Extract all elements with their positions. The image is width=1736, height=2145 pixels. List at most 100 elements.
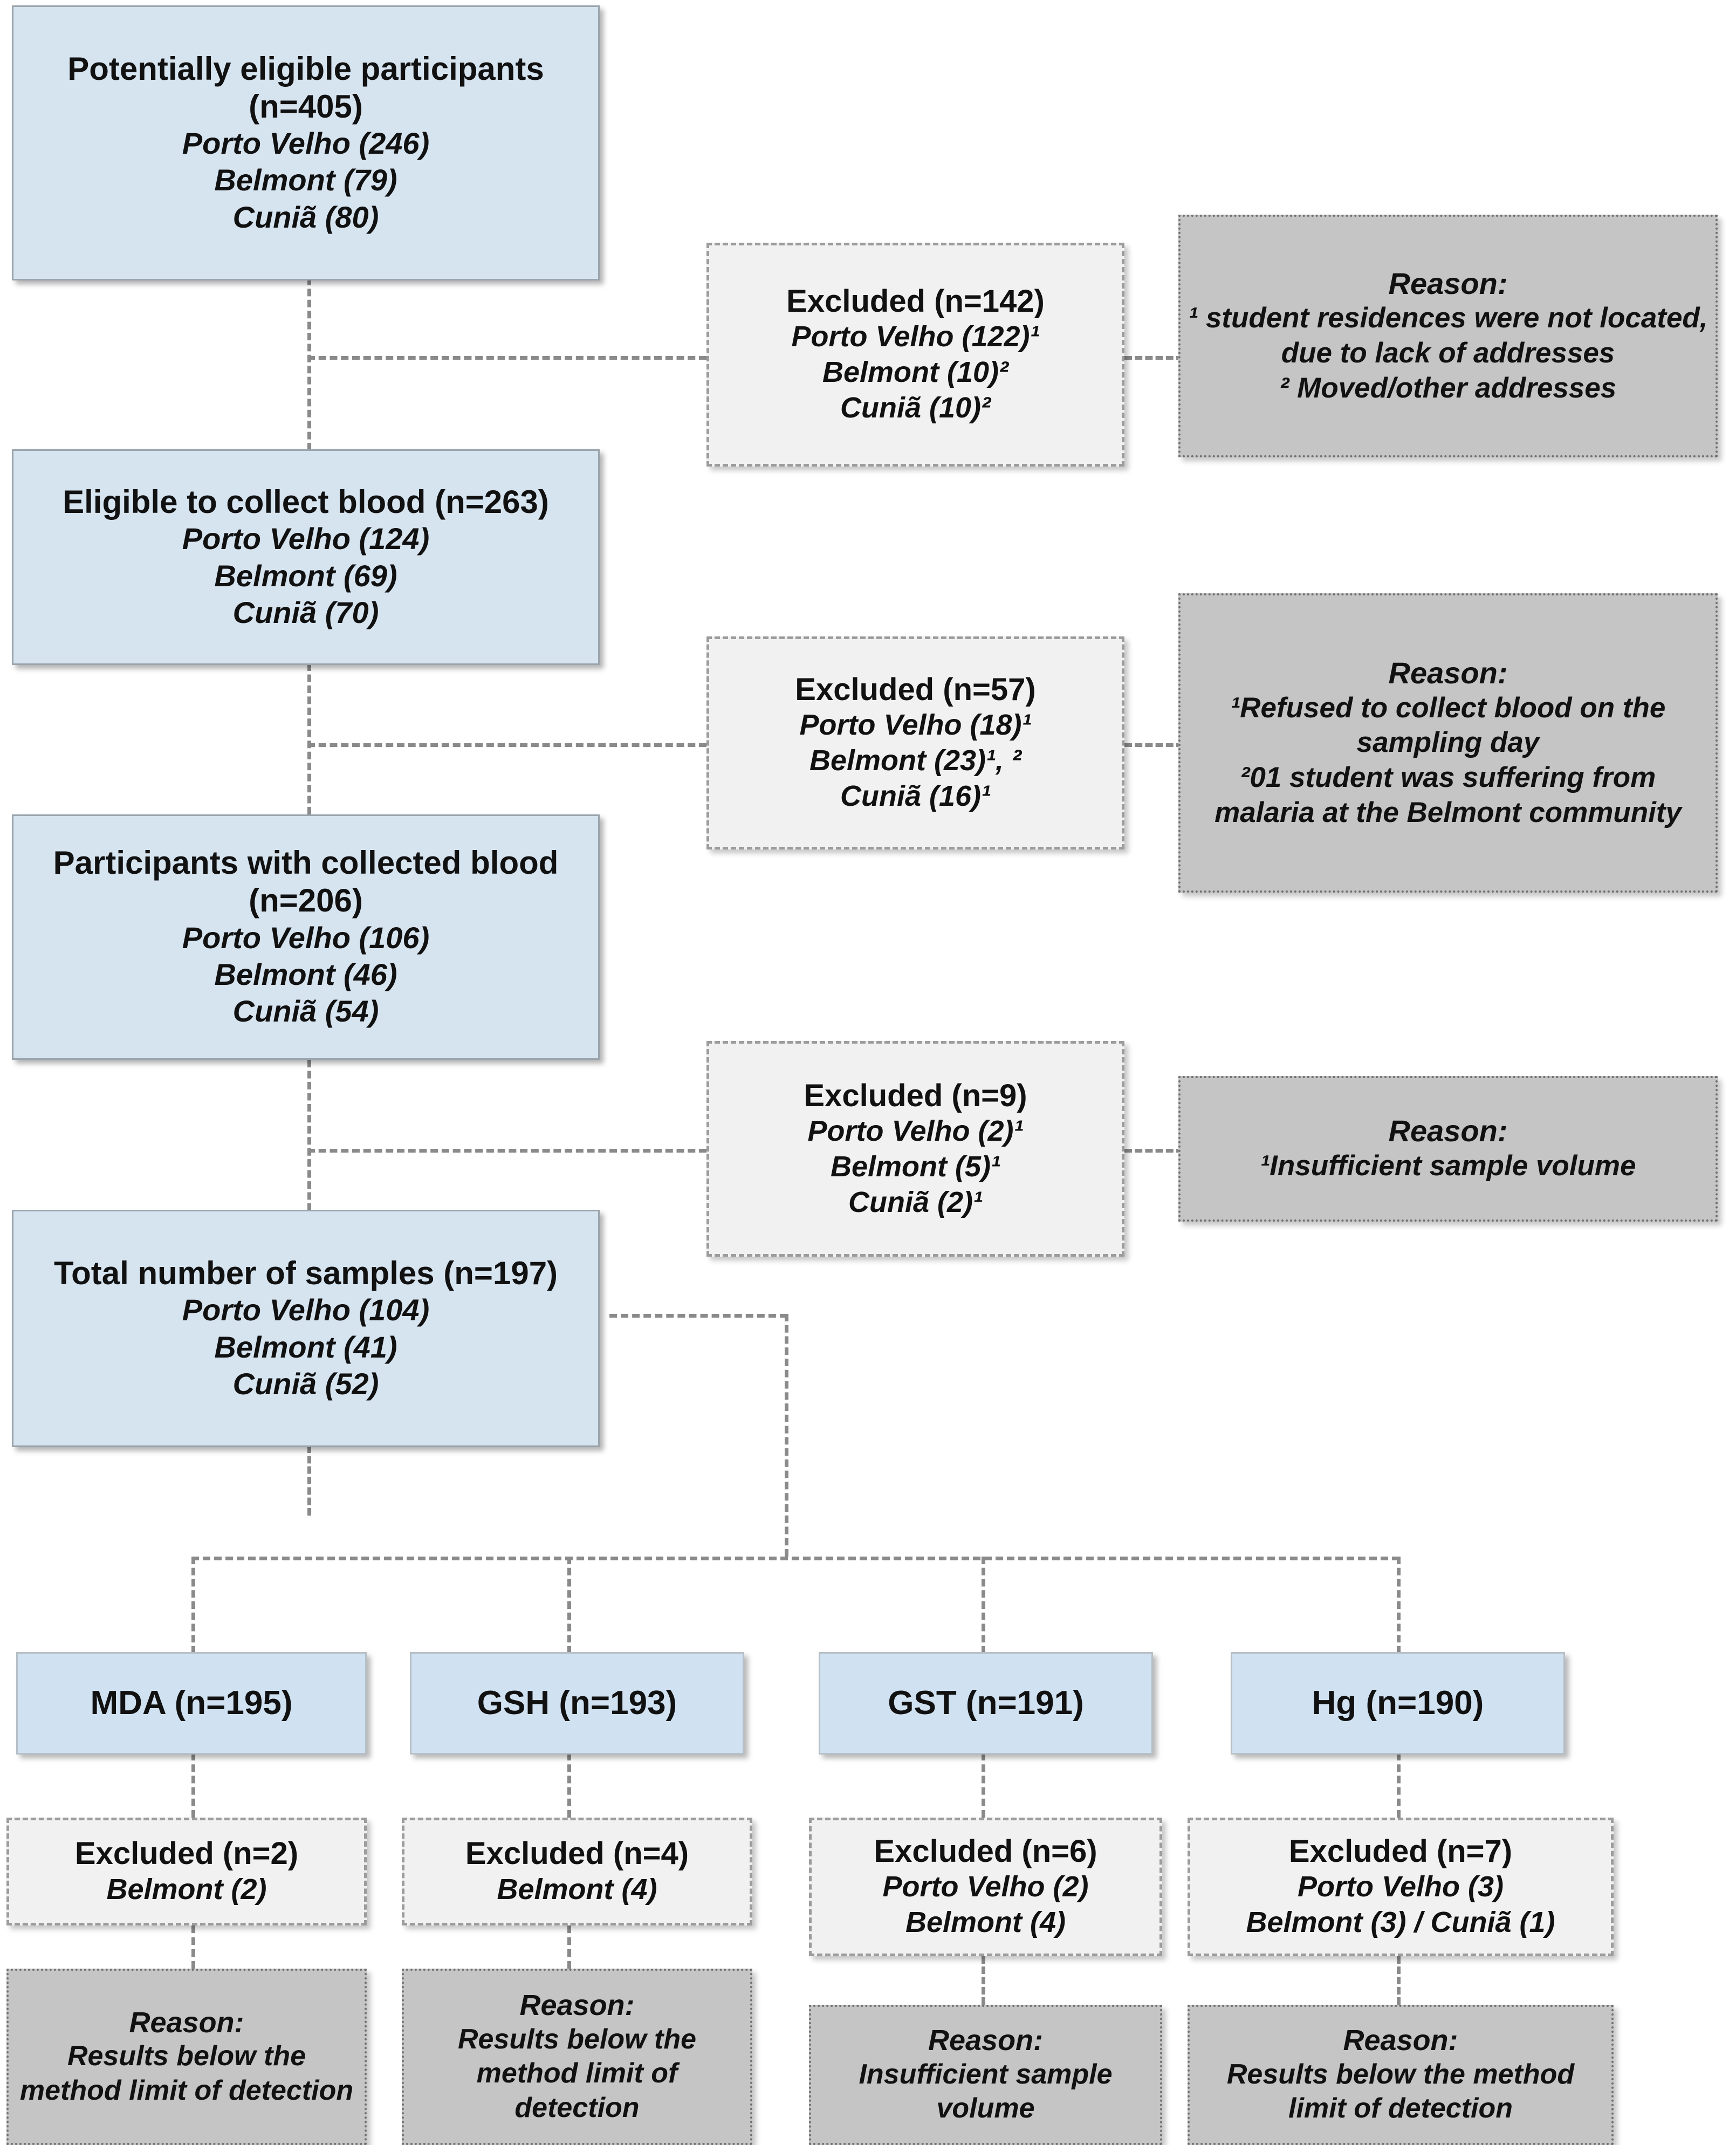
assay-label: GSH (n=193): [477, 1684, 677, 1722]
connector-samples-elbow-h: [609, 1314, 787, 1318]
connector-gsh-to-excluded: [567, 1753, 571, 1818]
connector-hg-to-excluded: [1397, 1753, 1401, 1818]
node-line-belmont: Belmont (41): [214, 1330, 397, 1364]
assay-label: MDA (n=195): [90, 1684, 293, 1722]
reason-title: Reason:: [1388, 266, 1508, 300]
reason-title: Reason:: [928, 2024, 1044, 2057]
node-line-1: Belmont (4): [497, 1873, 657, 1906]
node-line-cunia: Cuniã (52): [232, 1366, 379, 1401]
assay-label: GST (n=191): [888, 1684, 1084, 1722]
connector-samples-elbow-v: [785, 1314, 788, 1557]
node-title: Excluded (n=6): [874, 1833, 1097, 1869]
node-title: Total number of samples (n=197): [53, 1255, 558, 1291]
reason-line-1: ¹Refused to collect blood on the samplin…: [1230, 691, 1666, 759]
connector-mda-to-excluded: [191, 1753, 195, 1818]
connector-spine-1: [307, 278, 311, 450]
node-excluded-57[interactable]: Excluded (n=57) Porto Velho (18)¹ Belmon…: [706, 636, 1124, 849]
node-line-1: Porto Velho (2): [882, 1870, 1089, 1903]
connector-excluded-9-to-reason: [1124, 1149, 1184, 1153]
reason-line-1: ¹Insufficient sample volume: [1260, 1150, 1636, 1182]
connector-gst-to-excluded: [982, 1753, 985, 1818]
node-assay-hg-reason[interactable]: Reason: Results below the method limit o…: [1188, 2005, 1614, 2145]
node-line-porto-velho: Porto Velho (18)¹: [799, 709, 1032, 742]
node-line-cunia: Cuniã (54): [232, 994, 379, 1029]
connector-hg-excluded-to-reason: [1397, 1956, 1401, 2005]
connector-spine-4: [307, 1445, 311, 1516]
node-line-cunia: Cuniã (2)¹: [848, 1185, 983, 1218]
node-total-number-of-samples[interactable]: Total number of samples (n=197) Porto Ve…: [12, 1210, 600, 1447]
node-line-porto-velho: Porto Velho (106): [182, 920, 430, 955]
connector-to-excluded-9: [307, 1149, 706, 1153]
node-line-2: Belmont (4): [905, 1906, 1066, 1939]
connector-drop-gst: [982, 1557, 985, 1654]
node-assay-mda-excluded[interactable]: Excluded (n=2) Belmont (2): [6, 1818, 367, 1925]
connector-gst-excluded-to-reason: [982, 1956, 985, 2005]
reason-title: Reason:: [1388, 1114, 1508, 1148]
node-line-belmont: Belmont (79): [214, 163, 397, 197]
node-potentially-eligible[interactable]: Potentially eligible participants (n=405…: [12, 5, 600, 280]
node-line-belmont: Belmont (46): [214, 957, 397, 991]
node-title: Potentially eligible participants (n=405…: [67, 50, 544, 125]
reason-line-1: Results below the method limit of detect…: [1226, 2058, 1575, 2125]
reason-line-2: ² Moved/other addresses: [1279, 372, 1617, 404]
node-reason-57[interactable]: Reason: ¹Refused to collect blood on the…: [1178, 593, 1718, 893]
node-eligible-to-collect-blood[interactable]: Eligible to collect blood (n=263) Porto …: [12, 449, 600, 665]
node-excluded-142[interactable]: Excluded (n=142) Porto Velho (122)¹ Belm…: [706, 243, 1124, 467]
node-line-belmont: Belmont (69): [214, 558, 397, 593]
node-title: Excluded (n=142): [786, 284, 1045, 319]
node-assay-gst-reason[interactable]: Reason: Insufficient sample volume: [809, 2005, 1162, 2145]
node-assay-gst[interactable]: GST (n=191): [819, 1652, 1153, 1755]
connector-excluded-142-to-reason: [1124, 356, 1184, 360]
node-line-1: Belmont (2): [106, 1873, 267, 1906]
node-line-porto-velho: Porto Velho (104): [182, 1293, 430, 1327]
node-title: Excluded (n=2): [74, 1836, 299, 1872]
node-assay-hg[interactable]: Hg (n=190): [1231, 1652, 1565, 1755]
node-assay-gsh-excluded[interactable]: Excluded (n=4) Belmont (4): [402, 1818, 752, 1925]
node-line-belmont: Belmont (5)¹: [831, 1150, 1000, 1183]
node-assay-gsh[interactable]: GSH (n=193): [410, 1652, 744, 1755]
node-line-porto-velho: Porto Velho (2)¹: [807, 1114, 1024, 1147]
node-title: Excluded (n=57): [795, 672, 1036, 708]
connector-to-excluded-57: [307, 743, 706, 747]
node-participants-with-collected-blood[interactable]: Participants with collected blood (n=206…: [12, 814, 600, 1060]
node-assay-mda-reason[interactable]: Reason: Results below the method limit o…: [6, 1969, 367, 2145]
node-reason-142[interactable]: Reason: ¹ student residences were not lo…: [1178, 215, 1718, 457]
reason-line-2: ²01 student was suffering from malaria a…: [1214, 761, 1682, 828]
connector-drop-hg: [1397, 1557, 1401, 1654]
connector-drop-gsh: [567, 1557, 571, 1654]
node-line-porto-velho: Porto Velho (124): [182, 522, 430, 556]
node-title: Excluded (n=7): [1288, 1833, 1513, 1869]
reason-title: Reason:: [129, 2006, 244, 2039]
node-assay-gst-excluded[interactable]: Excluded (n=6) Porto Velho (2) Belmont (…: [809, 1818, 1162, 1956]
node-title: Eligible to collect blood (n=263): [63, 483, 549, 520]
node-line-1: Porto Velho (3): [1297, 1870, 1504, 1903]
node-assay-hg-excluded[interactable]: Excluded (n=7) Porto Velho (3) Belmont (…: [1188, 1818, 1614, 1956]
node-line-cunia: Cuniã (16)¹: [840, 780, 991, 813]
node-assay-gsh-reason[interactable]: Reason: Results below the method limit o…: [402, 1969, 752, 2145]
node-reason-9[interactable]: Reason: ¹Insufficient sample volume: [1178, 1076, 1718, 1222]
reason-line-1: Results below the method limit of detect…: [457, 2023, 697, 2123]
node-title: Participants with collected blood (n=206…: [53, 845, 559, 919]
connector-mda-excluded-to-reason: [191, 1925, 195, 1969]
connector-gsh-excluded-to-reason: [567, 1925, 571, 1969]
reason-title: Reason:: [1343, 2024, 1458, 2057]
connector-to-excluded-142: [307, 356, 706, 360]
assay-label: Hg (n=190): [1312, 1684, 1484, 1722]
node-line-cunia: Cuniã (70): [232, 595, 379, 629]
node-assay-mda[interactable]: MDA (n=195): [16, 1652, 367, 1755]
connector-spine-3: [307, 1060, 311, 1211]
node-line-cunia: Cuniã (10)²: [840, 392, 991, 424]
connector-spine-2: [307, 663, 311, 814]
node-line-porto-velho: Porto Velho (246): [182, 126, 430, 161]
node-excluded-9[interactable]: Excluded (n=9) Porto Velho (2)¹ Belmont …: [706, 1041, 1124, 1257]
node-title: Excluded (n=4): [465, 1836, 689, 1872]
node-line-belmont: Belmont (23)¹, ²: [809, 744, 1021, 777]
reason-line-1: Insufficient sample volume: [859, 2058, 1113, 2125]
reason-line-1: Results below the method limit of detect…: [19, 2040, 354, 2106]
node-line-2: Belmont (3) / Cuniã (1): [1246, 1906, 1555, 1939]
connector-excluded-57-to-reason: [1124, 743, 1184, 747]
node-line-belmont: Belmont (10)²: [822, 356, 1008, 389]
reason-title: Reason:: [1388, 655, 1508, 690]
reason-title: Reason:: [519, 1989, 635, 2022]
